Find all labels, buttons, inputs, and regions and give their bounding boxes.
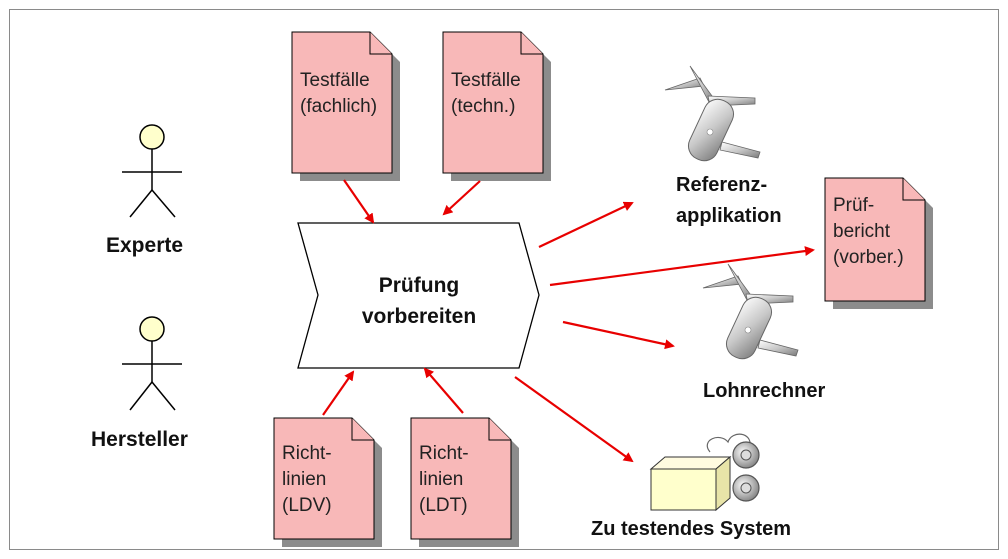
output-label-system: Zu testendes System [591,518,792,540]
arrow-process-to-referenz [538,201,634,248]
arrow-ldt-to-process [423,367,464,414]
diagram-frame [9,9,999,550]
arrow-process-to-system [514,376,634,463]
output-label-referenzapplikation: Referenz- applikation [676,174,782,227]
process-label: Prüfung vorbereiten [361,274,477,328]
arrow-process-to-pruefbericht [549,246,815,287]
flow-arrows [322,179,815,463]
arrow-fachlich-to-process [343,179,375,224]
actor-label-hersteller: Hersteller [91,428,188,451]
document-pruefbericht-icon [824,177,933,309]
document-testfaelle-techn-icon [442,31,551,181]
process-chevron-shape [297,222,540,369]
document-label-pruefbericht: Prüf- bericht (vorber.) [833,195,904,268]
document-label-testfaelle-techn: Testfälle (techn.) [451,70,521,117]
arrow-process-to-lohnrechner [562,320,675,350]
document-richtlinien-ldv-icon [273,417,382,547]
arrow-ldv-to-process [322,370,355,416]
document-richtlinien-ldt-icon [410,417,519,547]
box-with-gears-icon [649,433,760,512]
actor-hersteller-icon [122,316,182,411]
document-label-testfaelle-fachlich: Testfälle (fachlich) [300,70,378,117]
document-label-richtlinien-ldt: Richt- linien (LDT) [419,443,469,516]
document-testfaelle-fachlich-icon [291,31,400,181]
swiss-army-knife-icon [702,263,799,360]
actor-label-experte: Experte [106,234,184,257]
output-label-lohnrechner: Lohnrechner [703,380,826,402]
document-label-richtlinien-ldv: Richt- linien (LDV) [282,443,332,516]
arrow-techn-to-process [442,180,481,216]
actor-experte-icon [122,124,182,218]
swiss-army-knife-icon [664,65,761,162]
